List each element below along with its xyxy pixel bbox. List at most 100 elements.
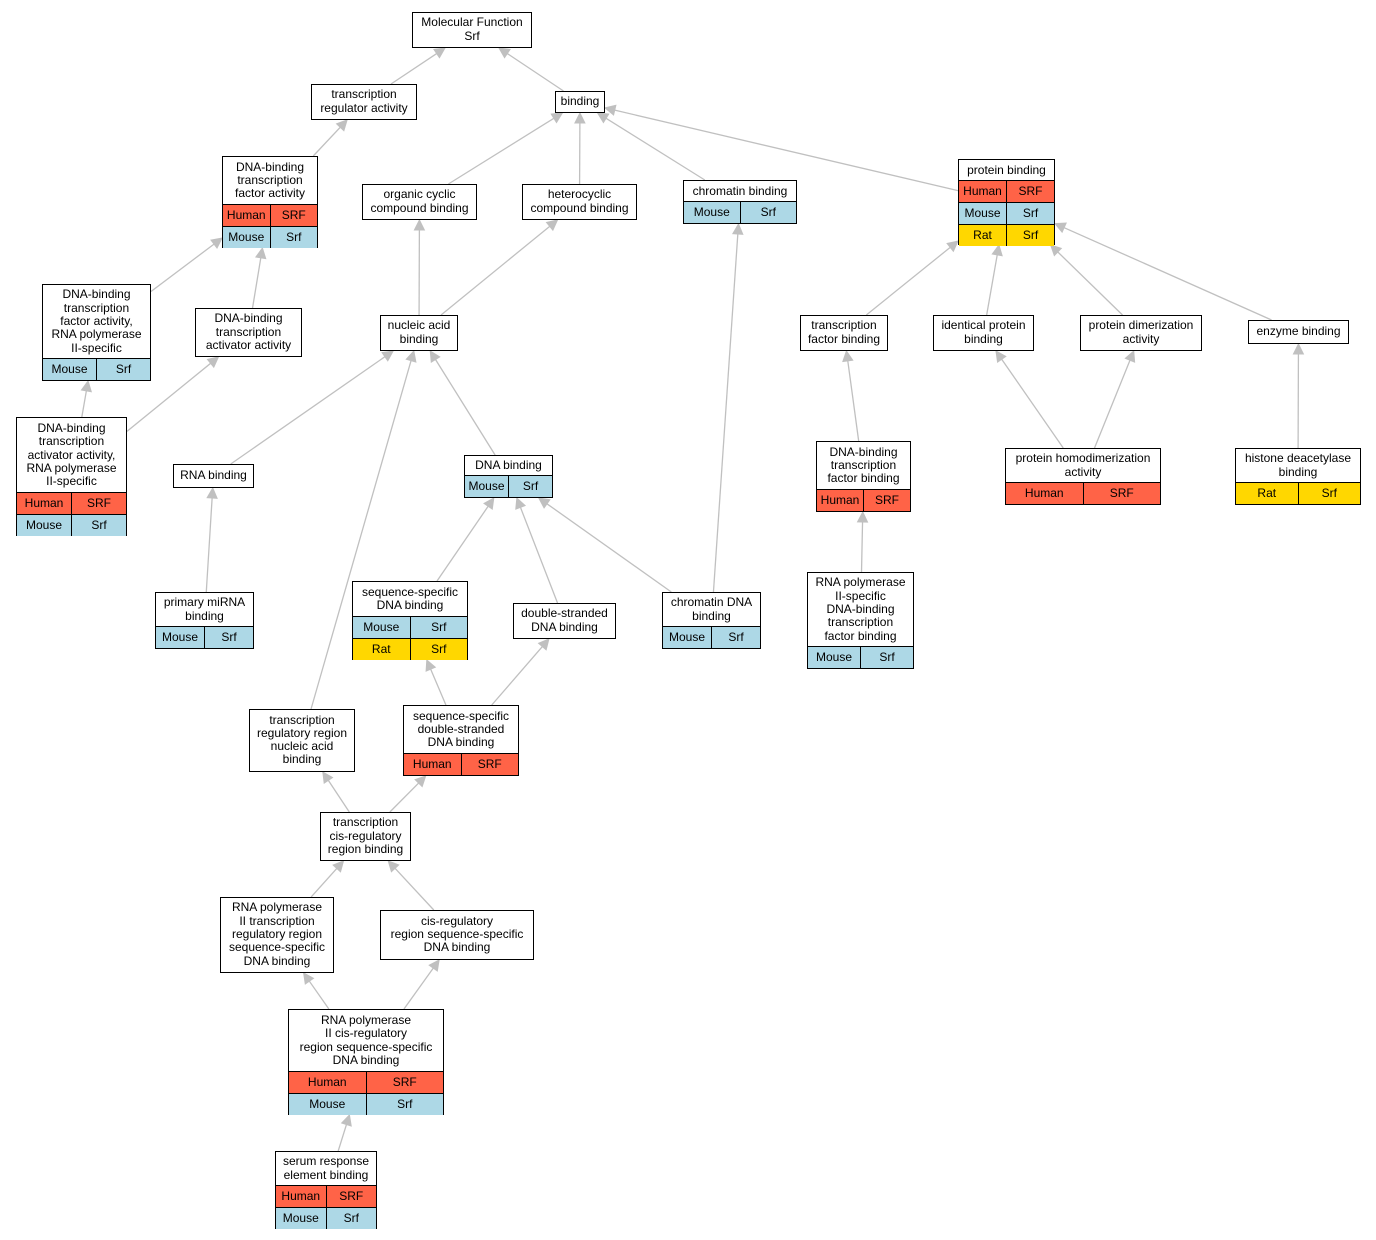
edge-dbtfpol2-to-dbtf	[150, 243, 215, 293]
edge-tra-to-mf	[390, 53, 438, 85]
arrowhead	[302, 972, 315, 985]
node-ssdsdb: sequence-specific double-stranded DNA bi…	[403, 705, 519, 776]
gene-cell: Srf	[365, 1094, 444, 1116]
node-label: identical protein binding	[941, 318, 1026, 346]
gene-cell: Srf	[409, 639, 468, 661]
species-cell: Rat	[1257, 486, 1277, 501]
edge-dnab-to-nab	[434, 359, 496, 456]
node-label: DNA-binding transcription factor binding	[827, 444, 900, 486]
arrowhead	[995, 350, 1007, 363]
arrowhead	[991, 243, 1003, 257]
arrowhead	[322, 771, 334, 784]
species-cell: Mouse	[815, 650, 853, 665]
species-cell: Mouse	[363, 620, 400, 635]
node-dbtfpol2: DNA-binding transcription factor activit…	[42, 284, 151, 381]
arrowhead	[842, 349, 854, 363]
species-cell: Mouse	[25, 518, 63, 533]
arrowhead	[387, 860, 400, 873]
arrowhead	[946, 240, 959, 253]
node-label: histone deacetylase binding	[1244, 451, 1352, 479]
arrowhead	[574, 111, 586, 124]
arrowhead	[425, 658, 437, 672]
species-cell: Human	[226, 208, 266, 223]
node-tfb: transcription factor binding	[800, 315, 888, 351]
edge-sreb-to-pol2crr	[337, 1124, 348, 1152]
node-pol2trr: RNA polymerase II transcription regulato…	[220, 897, 334, 973]
species-cell: Human	[24, 496, 64, 511]
edge-chromdna-to-chromb	[712, 233, 739, 593]
node-label: protein dimerization activity	[1088, 318, 1194, 346]
species-cell: Mouse	[468, 479, 505, 494]
arrowhead	[1049, 244, 1063, 257]
node-label: protein binding	[967, 162, 1046, 177]
gene-cell: Srf	[1006, 203, 1054, 225]
node-label: DNA binding	[475, 458, 542, 473]
edge-pol2crr-to-crrssdb	[403, 967, 434, 1010]
arrowhead	[537, 638, 550, 651]
edge-pol2trr-to-tcrrb	[310, 868, 338, 898]
node-dbtf: DNA-binding transcription factor activit…	[222, 156, 318, 249]
species-cell: Human	[412, 757, 452, 772]
node-dbtaa: DNA-binding transcription activator acti…	[195, 308, 302, 357]
node-label: enzyme binding	[1256, 324, 1341, 339]
node-trrnab: transcription regulatory region nucleic …	[249, 709, 355, 772]
arrowhead	[332, 860, 345, 873]
species-cell: Mouse	[51, 362, 88, 377]
gene-cell: SRF	[460, 754, 519, 776]
arrowhead	[381, 350, 395, 362]
node-pol2crr: RNA polymerase II cis-regulatory region …	[288, 1009, 444, 1116]
species-cell: Rat	[371, 642, 391, 657]
node-crrssdb: cis-regulatory region sequence-specific …	[380, 910, 534, 960]
arrowhead	[1124, 349, 1136, 363]
node-label: primary miRNA binding	[163, 595, 246, 623]
species-cell: Mouse	[161, 630, 199, 645]
gene-cell: Srf	[1297, 483, 1361, 505]
node-label: protein homodimerization activity	[1015, 451, 1151, 479]
species-row-human: Human SRF	[404, 753, 519, 776]
arrowhead	[210, 237, 223, 250]
node-label: DNA-binding transcription factor activit…	[51, 287, 142, 355]
node-occb: organic cyclic compound binding	[362, 184, 477, 220]
arrowhead	[596, 112, 610, 124]
node-label: transcription regulatory region nucleic …	[256, 712, 348, 767]
arrowhead	[483, 497, 495, 510]
edge-pdim-to-protb	[1057, 251, 1123, 316]
gene-cell: SRF	[863, 490, 910, 512]
node-label: chromatin DNA binding	[670, 595, 753, 623]
node-idpb: identical protein binding	[933, 315, 1034, 351]
edge-chromdna-to-dnab	[546, 503, 672, 593]
node-label: serum response element binding	[282, 1154, 370, 1182]
arrowhead	[550, 112, 564, 124]
species-cell: Human	[307, 1075, 347, 1090]
arrowhead	[335, 119, 348, 132]
edge-rnab-to-nab	[230, 356, 386, 465]
gene-cell: Srf	[204, 627, 253, 649]
edge-tcrrb-to-ssdsdb	[389, 782, 420, 813]
gene-cell: Srf	[325, 1208, 377, 1230]
node-label: transcription regulator activity	[320, 87, 408, 115]
arrowhead	[731, 222, 744, 235]
arrowhead	[428, 959, 440, 972]
arrowhead	[515, 496, 527, 510]
species-cell: Mouse	[228, 230, 265, 245]
node-enzb: enzyme binding	[1248, 320, 1349, 344]
species-cell: Human	[963, 184, 1002, 199]
